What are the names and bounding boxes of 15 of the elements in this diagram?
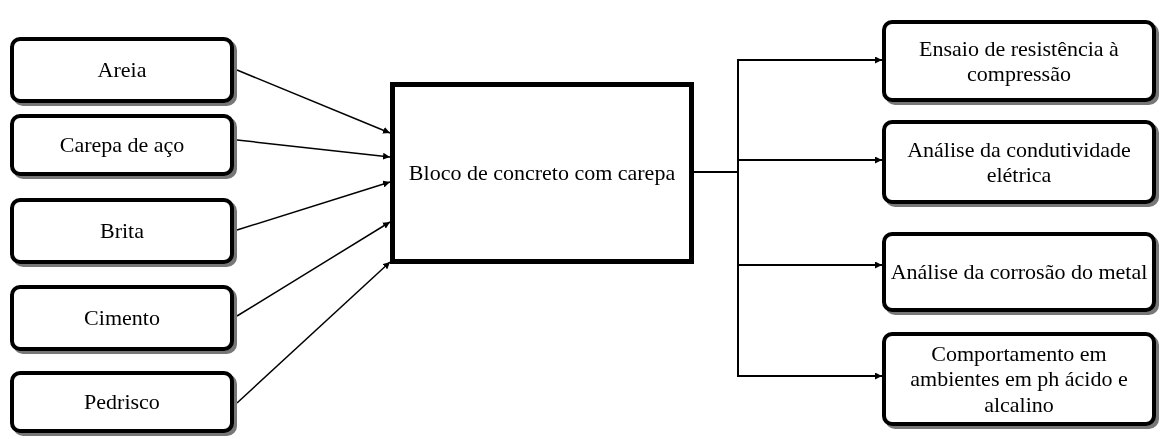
arrow [236,221,391,317]
rounded-box: Cimento [10,285,234,351]
rounded-box: Brita [10,198,234,264]
arrow [236,180,391,231]
arrow [236,261,391,404]
rounded-box: Areia [10,37,234,103]
process-box: Bloco de concreto com carepa [390,82,694,264]
arrow [236,139,391,160]
rounded-box: Ensaio de resistência à compressão [882,20,1156,102]
rounded-box: Comportamento em ambientes em ph ácido e alcalino [882,332,1156,426]
rounded-box: Pedrisco [10,371,234,433]
rounded-box: Análise da condutividade elétrica [882,120,1156,204]
arrow [236,69,391,134]
rounded-box: Análise da corrosão do metal [882,232,1156,312]
rounded-box: Carepa de aço [10,114,234,176]
